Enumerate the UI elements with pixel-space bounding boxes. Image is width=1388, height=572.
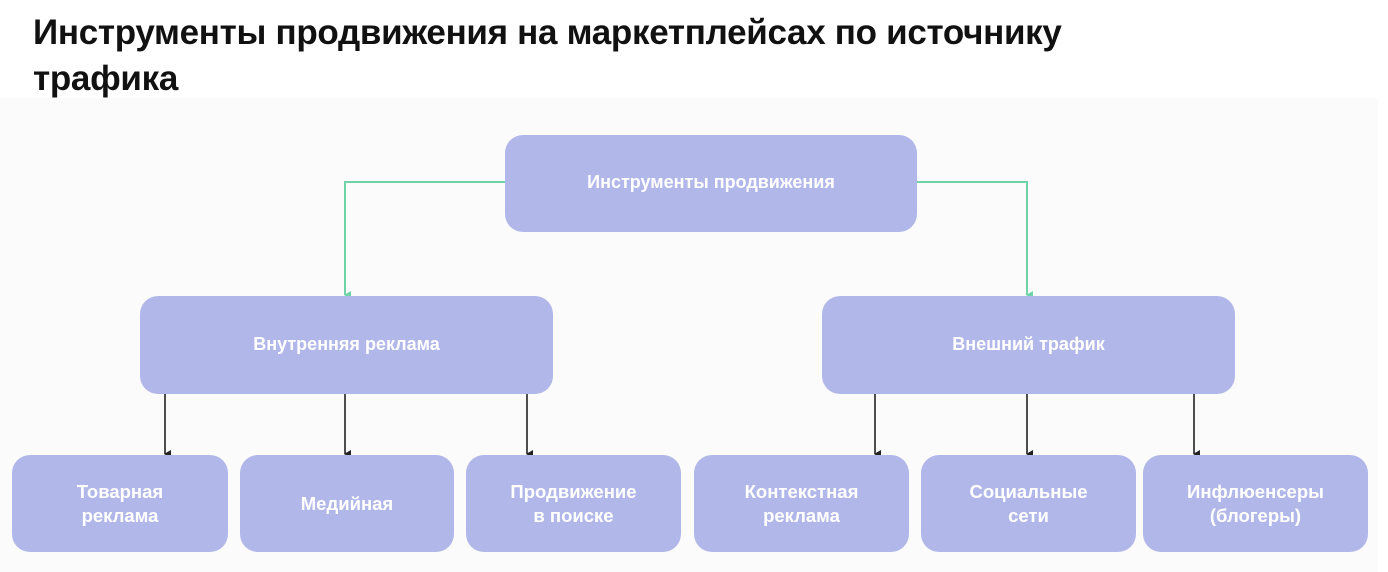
branch-node-label: Внутренняя реклама xyxy=(253,333,440,354)
leaf-node-label: Социальные сети xyxy=(969,480,1088,526)
leaf-node-label: Товарная реклама xyxy=(76,480,164,526)
leaf-node-media: Медийная xyxy=(240,455,454,552)
leaf-node-label: Медийная xyxy=(300,492,394,514)
leaf-node-label: Продвижение в поиске xyxy=(510,480,637,526)
branch-node-label: Внешний трафик xyxy=(952,333,1105,354)
connector-root-to-internal xyxy=(344,181,505,299)
canvas-edge xyxy=(1378,98,1388,572)
leaf-node-influencers: Инфлюенсеры (блогеры) xyxy=(1143,455,1368,552)
root-node-label: Инструменты продвижения xyxy=(587,172,835,192)
leaf-node-label: Контекстная реклама xyxy=(744,480,859,526)
leaf-node-product-ads: Товарная реклама xyxy=(12,455,228,552)
leaf-node-label: Инфлюенсеры (блогеры) xyxy=(1187,480,1324,526)
branch-node-internal-ads: Внутренняя реклама xyxy=(140,296,553,394)
branch-node-external-traffic: Внешний трафик xyxy=(822,296,1235,394)
root-node: Инструменты продвижения xyxy=(505,135,917,232)
leaf-node-search-promotion: Продвижение в поиске xyxy=(466,455,681,552)
page-title: Инструменты продвижения на маркетплейсах… xyxy=(33,13,1062,98)
leaf-node-contextual-ads: Контекстная реклама xyxy=(694,455,909,552)
connector-root-to-external xyxy=(917,181,1033,299)
leaf-node-social-networks: Социальные сети xyxy=(921,455,1136,552)
